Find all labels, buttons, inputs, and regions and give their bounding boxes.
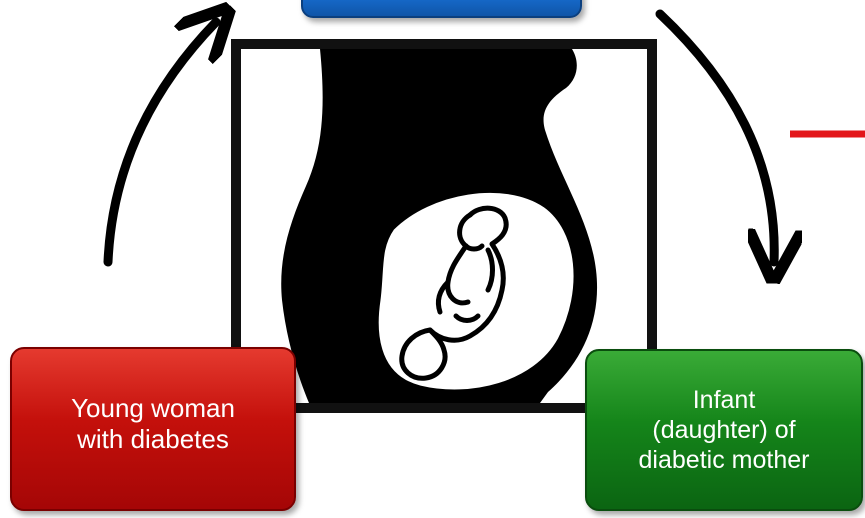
- cycle-arrow-right: [660, 14, 774, 262]
- mother-stage-box: Young woman with diabetes: [10, 347, 296, 511]
- mother-stage-label: Young woman with diabetes: [71, 393, 235, 455]
- infant-stage-label: Infant (daughter) of diabetic mother: [639, 385, 810, 475]
- top-stage-box: [301, 0, 582, 18]
- infant-stage-box: Infant (daughter) of diabetic mother: [585, 349, 863, 511]
- cycle-arrow-left: [108, 22, 216, 262]
